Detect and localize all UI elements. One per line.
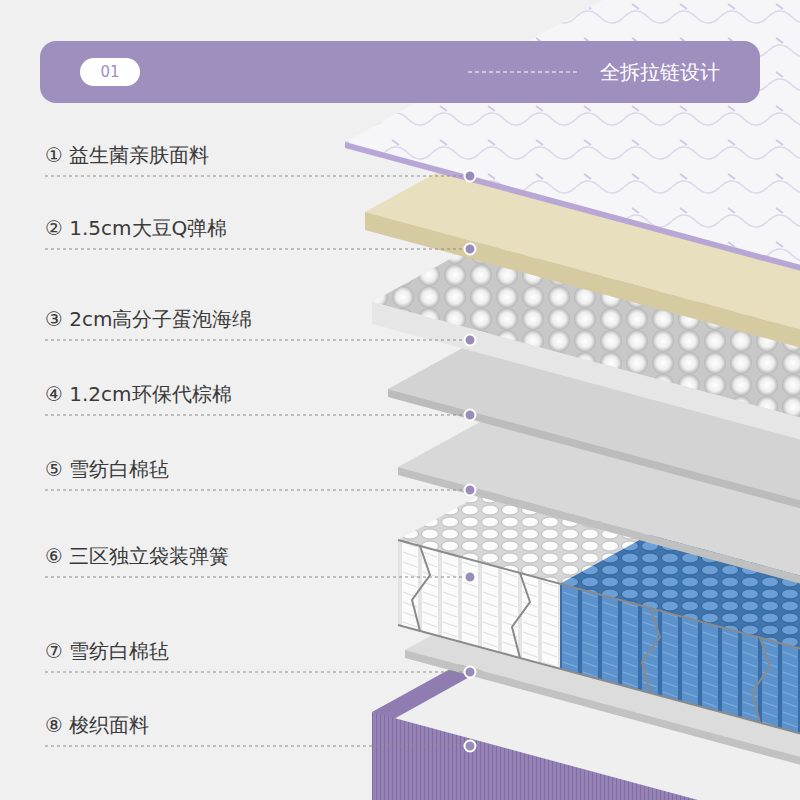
leader-dot <box>465 244 476 255</box>
spring-frame-wire <box>398 625 800 739</box>
header-bar: 全拆拉链设计 01 <box>40 41 760 103</box>
header-dash <box>468 72 580 73</box>
leader-dot <box>465 335 476 346</box>
layer-label: ⑥ 三区独立袋装弹簧 <box>45 543 229 569</box>
spring-frame-wire <box>512 573 530 658</box>
leader-line <box>45 490 463 491</box>
section-title: 全拆拉链设计 <box>600 59 720 85</box>
fabric-edge <box>345 142 800 276</box>
leader-line <box>45 249 463 250</box>
leader-line <box>45 577 463 578</box>
spring-frame-wire <box>642 608 660 693</box>
layer-label: ② 1.5cm大豆Q弹棉 <box>45 215 227 241</box>
leader-line <box>45 340 463 341</box>
leader-line <box>45 746 463 747</box>
layer-label: ⑧ 梭织面料 <box>45 712 149 738</box>
spring-frame-wire <box>752 638 770 723</box>
leader-dot <box>465 667 476 678</box>
leader-dot <box>465 741 476 752</box>
layer-label: ⑦ 雪纺白棉毡 <box>45 638 169 664</box>
layer-label: ① 益生菌亲肤面料 <box>45 142 209 168</box>
leader-line <box>45 176 463 177</box>
leader-line <box>45 415 463 416</box>
spring-front-blue <box>560 584 800 739</box>
fabric-top <box>345 0 800 270</box>
section-number-pill: 01 <box>80 58 140 86</box>
leader-line <box>45 672 463 673</box>
leader-dot <box>465 171 476 182</box>
leader-dot <box>465 410 476 421</box>
section-number: 01 <box>100 58 119 86</box>
header-bar-shape <box>40 41 760 103</box>
spring-frame-wire <box>412 546 430 631</box>
leader-dot <box>465 572 476 583</box>
leader-dot <box>465 485 476 496</box>
spring-front-white <box>398 540 800 739</box>
layer-label: ③ 2cm高分子蛋泡海绵 <box>45 306 253 332</box>
layer-label: ④ 1.2cm环保代棕棉 <box>45 381 232 407</box>
layer-label: ⑤ 雪纺白棉毡 <box>45 456 169 482</box>
